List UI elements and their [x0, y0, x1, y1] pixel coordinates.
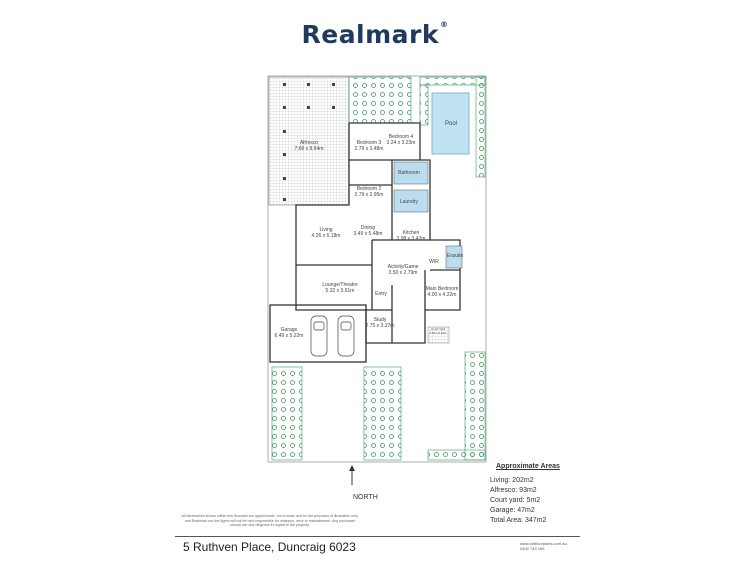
driveway-mid-bed [363, 366, 402, 461]
north-arrow-head [349, 465, 355, 471]
lower-right-hedge [464, 351, 486, 461]
pool [431, 92, 470, 155]
garden-bed-top [348, 76, 412, 124]
alfresco-area [268, 76, 350, 206]
contact-web: www.dotfloorplans.com.au [520, 541, 567, 546]
registered-mark: ® [440, 20, 449, 29]
brand-name: Realmark [301, 20, 440, 49]
area-alfresco: Alfresco: 93m2 [490, 487, 537, 494]
room-pool: Pool [444, 121, 458, 127]
area-total: Total Area: 347m2 [490, 517, 547, 524]
hedge-top-right [419, 76, 486, 86]
area-living: Living: 202m2 [490, 477, 534, 484]
area-garage: Garage: 47m2 [490, 507, 535, 514]
contact-info: www.dotfloorplans.com.au 0402 749 165 [520, 541, 567, 551]
contact-phone: 0402 749 165 [520, 546, 545, 551]
hedge-right [475, 76, 486, 178]
driveway-left-bed [271, 366, 303, 461]
room-entry: Entry [375, 291, 387, 297]
garage-cars [310, 315, 355, 357]
disclaimer: All dimensions shown within this floorpl… [181, 514, 359, 528]
ensuite [445, 245, 463, 269]
lower-bottom-hedge [427, 449, 486, 461]
north-label: NORTH [353, 494, 378, 501]
brand-logo: Realmark® [0, 20, 750, 49]
laundry [393, 189, 429, 213]
room-bathroom: Bathroom [398, 170, 420, 176]
house-walls [269, 122, 461, 363]
hedge-pool-left [419, 84, 429, 126]
area-court-yard: Court yard: 5m2 [490, 497, 541, 504]
room-laundry: Laundry [399, 199, 419, 205]
areas-title: Approximate Areas [496, 463, 560, 470]
room-ensuite: Ensuite [446, 253, 464, 259]
approximate-areas: Approximate Areas Living: 202m2 Alfresco… [490, 462, 560, 526]
room-wir: WIR [429, 259, 439, 265]
footer-divider [175, 536, 580, 537]
property-address: 5 Ruthven Place, Duncraig 6023 [183, 540, 356, 554]
alfresco-posts [283, 83, 335, 201]
site-boundary [267, 75, 487, 463]
court-yard [427, 326, 450, 344]
bathroom [393, 161, 429, 185]
